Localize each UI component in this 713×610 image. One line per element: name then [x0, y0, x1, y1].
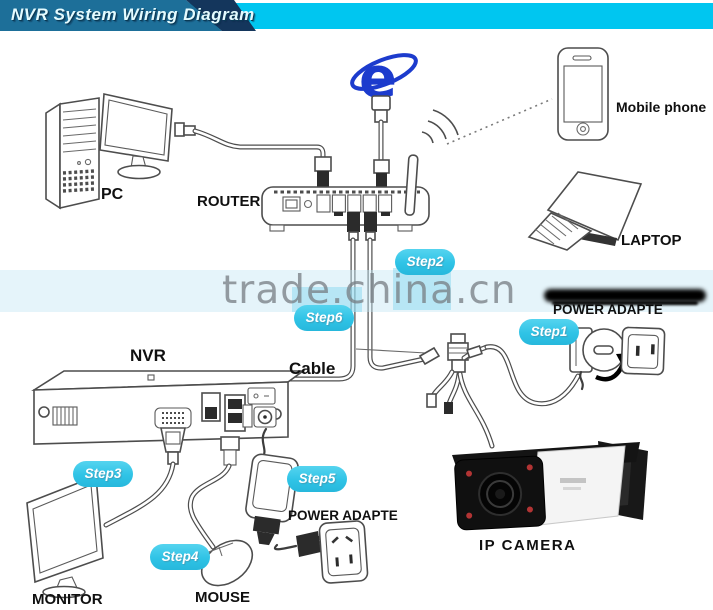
- monitor-label: MONITOR: [32, 591, 103, 608]
- camera-pigtail-drawing: [418, 333, 581, 449]
- wireless-link-dotted-line: [446, 98, 553, 145]
- nvr-to-monitor-vga-cable: [103, 427, 186, 528]
- monitor-drawing: [26, 474, 104, 599]
- blurred-smear: [544, 289, 706, 302]
- step-badge-step3: Step3: [73, 461, 133, 487]
- page-title: NVR System Wiring Diagram: [11, 5, 255, 24]
- nvr-power-switch: [247, 387, 276, 405]
- blurred-smear-2: [552, 301, 698, 305]
- watermark-text: trade.china.cn: [222, 268, 517, 313]
- banner-blue-bar: [0, 0, 222, 31]
- wall-outlet-bottom-drawing: [318, 520, 369, 584]
- pc-monitor-drawing: [99, 93, 173, 180]
- cable-callout-line: [355, 348, 427, 354]
- step-badge-step5: Step5: [287, 466, 347, 492]
- router-drawing: [261, 154, 430, 232]
- router-label: ROUTER: [197, 193, 261, 210]
- pc-label: PC: [101, 186, 124, 203]
- highlight-step2: [393, 268, 451, 310]
- cable-label: Cable: [289, 359, 336, 378]
- step-badge-step1: Step1: [519, 319, 579, 345]
- router-antenna: [404, 154, 419, 216]
- pc-tower-drawing: [45, 97, 100, 210]
- power-adapter-camera-label: POWER ADAPTE: [553, 302, 663, 317]
- step-badge-step4: Step4: [150, 544, 210, 570]
- step-badge-step6: Step6: [294, 305, 354, 331]
- laptop-label: LAPTOP: [621, 232, 682, 249]
- wifi-signal-icon: [421, 109, 459, 144]
- laptop-drawing: [527, 171, 643, 251]
- mouse-label: MOUSE: [195, 589, 251, 606]
- pc-to-router-cable: [174, 122, 332, 188]
- power-adapter-nvr-label: POWER ADAPTE: [288, 508, 398, 523]
- mobile-phone-drawing: [557, 47, 609, 141]
- router-to-camera-cable: [364, 212, 427, 371]
- internet-cable: [371, 95, 391, 188]
- mouse-drawing: [200, 539, 254, 587]
- wall-outlet-right-drawing: [620, 326, 666, 376]
- ip-camera-label: IP CAMERA: [479, 537, 577, 554]
- ip-camera-drawing: [452, 441, 648, 531]
- banner-navy-wedge: [186, 0, 256, 31]
- nvr-drawing: [31, 370, 306, 445]
- banner-ribbon: [0, 0, 713, 31]
- nvr-label: NVR: [130, 346, 166, 365]
- pigtail-lan-connector: [418, 346, 441, 366]
- step-badge-step2: Step2: [395, 249, 455, 275]
- nvr-vga-port: [154, 407, 192, 429]
- nvr-power-adapter-drawing: [245, 427, 329, 557]
- camera-power-adapter-drawing: [569, 327, 626, 391]
- mobile-phone-label: Mobile phone: [616, 99, 707, 115]
- title-banner: NVR System Wiring Diagram: [0, 0, 713, 34]
- nvr-to-mouse-usb-cable: [187, 436, 240, 550]
